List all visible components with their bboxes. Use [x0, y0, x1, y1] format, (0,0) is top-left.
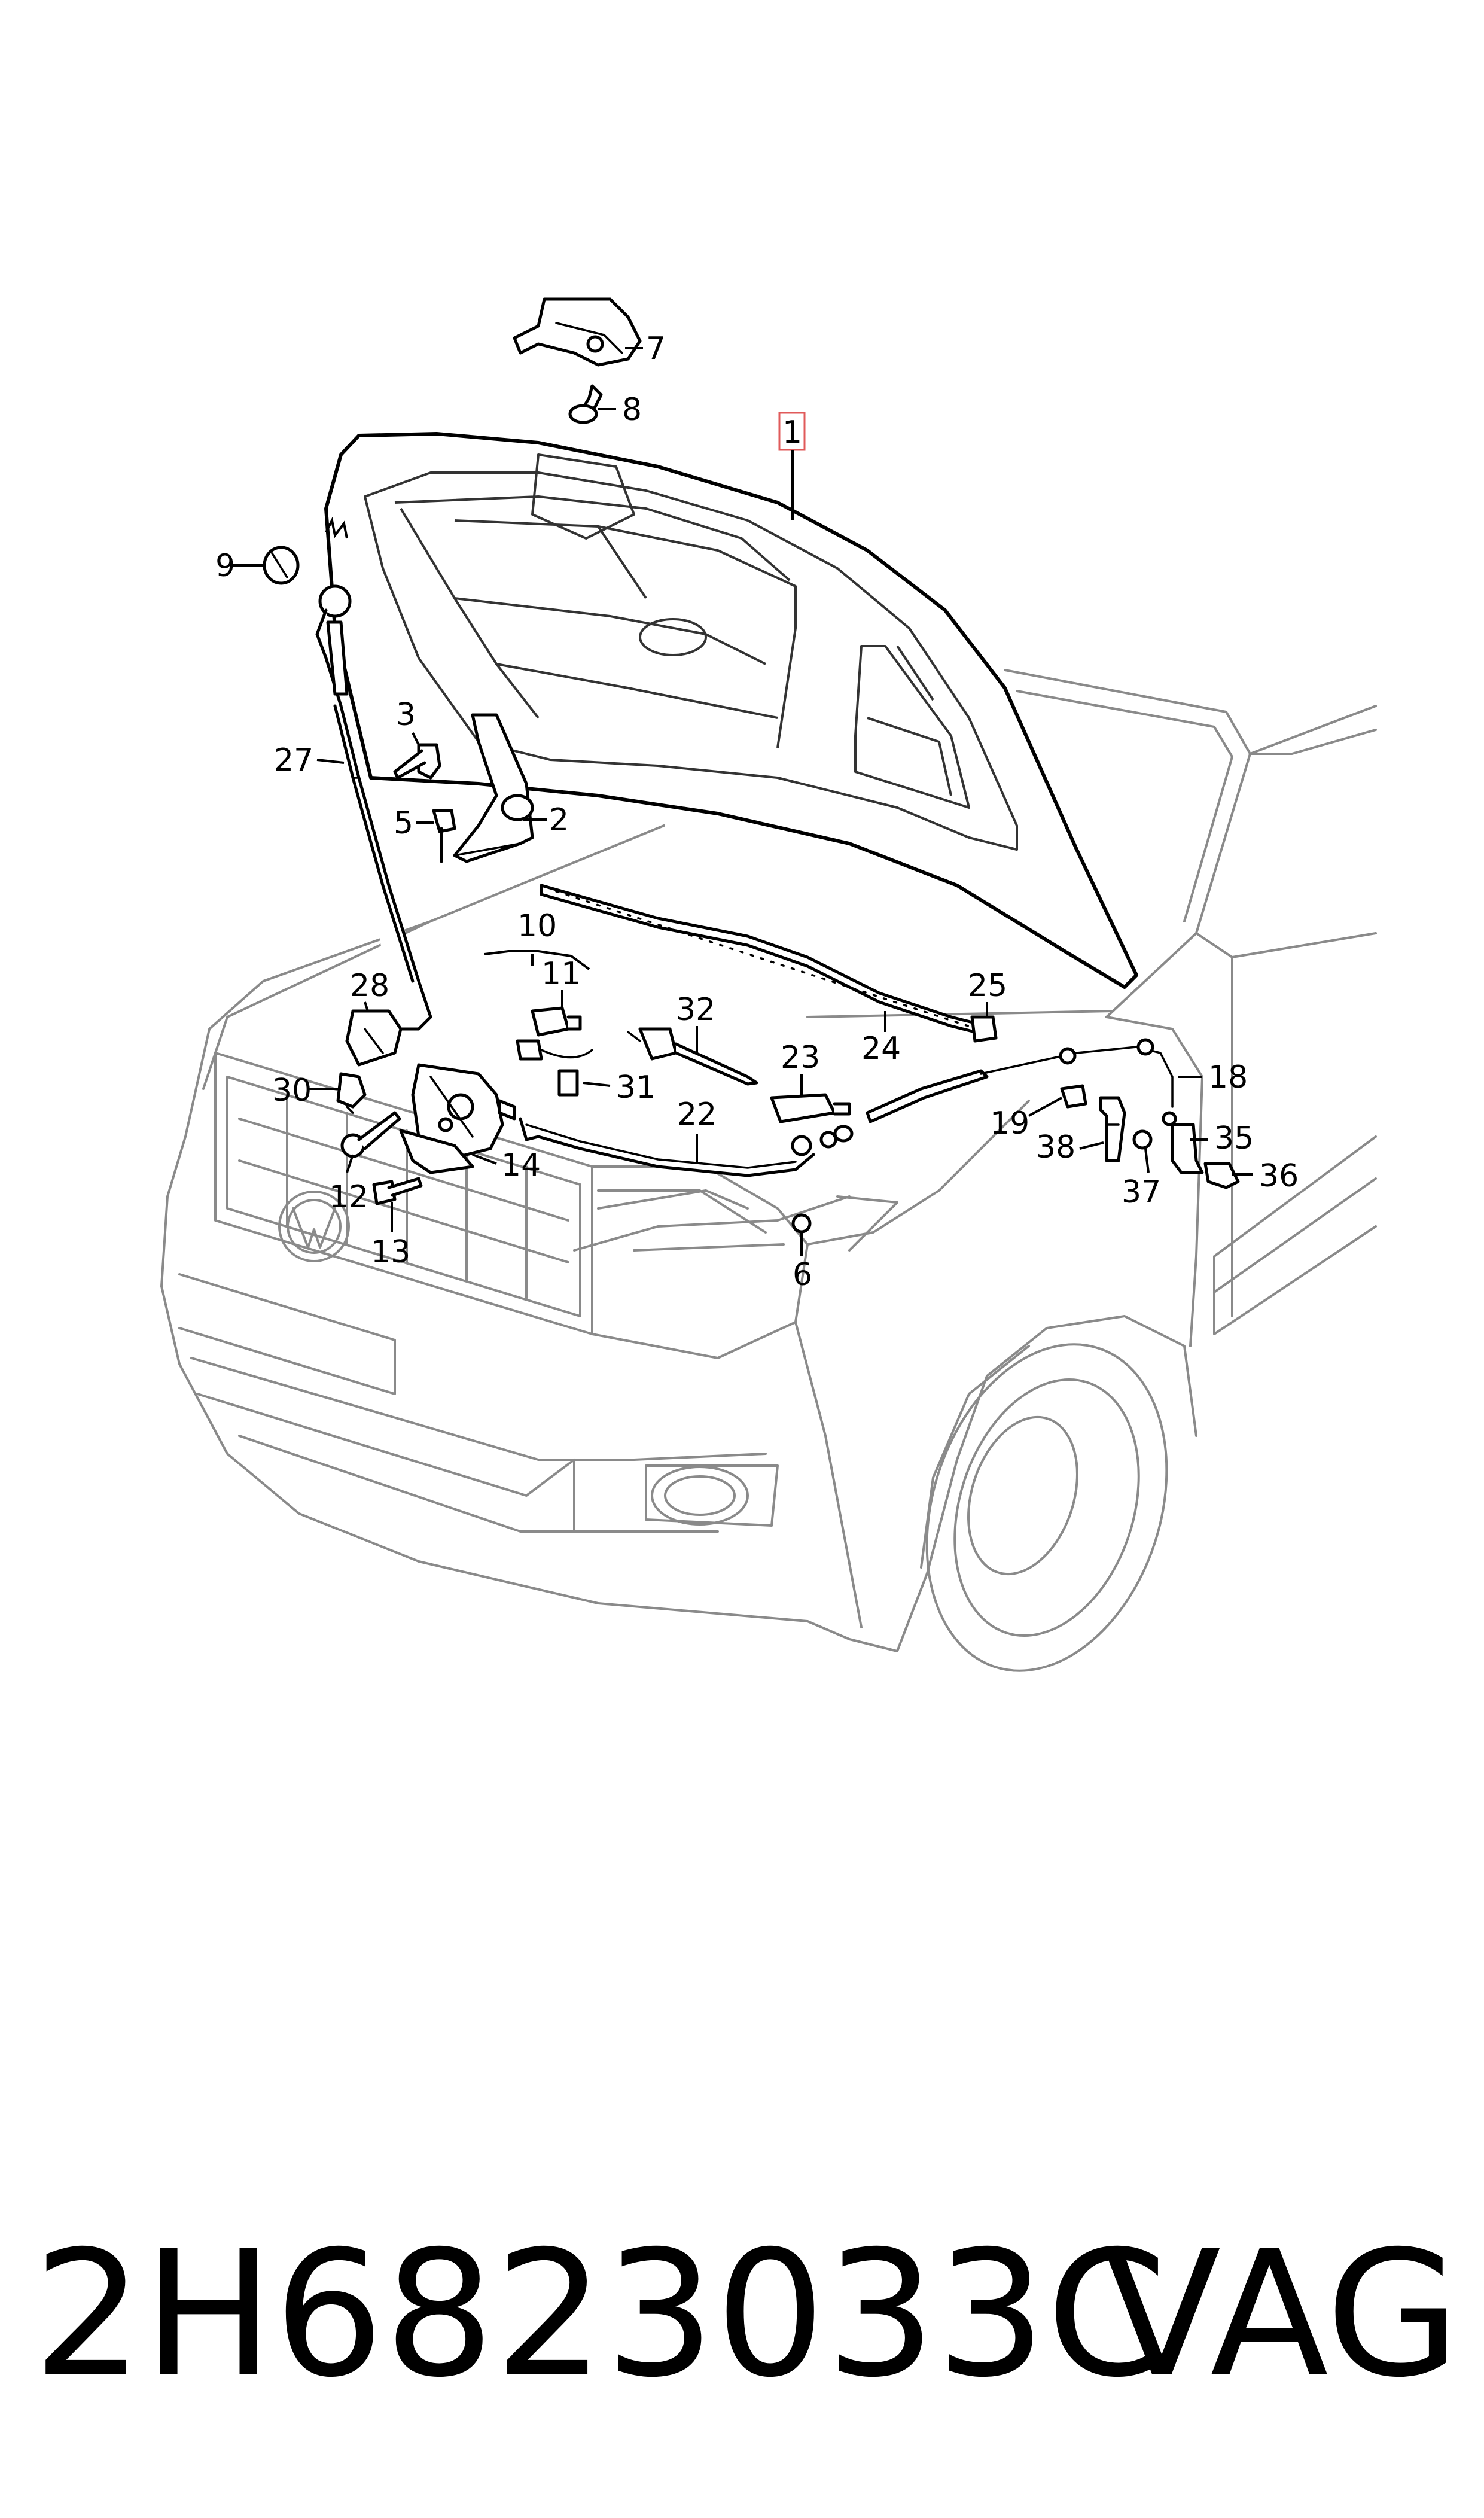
- callout-12: 12: [329, 1179, 368, 1215]
- cable-18: [866, 1038, 1177, 1126]
- hood-buffer-9: [263, 546, 300, 585]
- seal-strip-24: [540, 884, 989, 1037]
- brand-name: VAG: [1102, 2214, 1460, 2416]
- callout-7: 7: [646, 331, 666, 367]
- leader-lines: [233, 347, 1253, 1256]
- hinge-bracket-2: [453, 713, 534, 863]
- hood-panel: [324, 432, 1138, 989]
- callout-36: 36: [1259, 1158, 1299, 1194]
- bracket-28: [345, 1009, 403, 1067]
- vehicle-outline: [160, 669, 1377, 1672]
- callout-35: 35: [1214, 1121, 1254, 1156]
- callout-9: 9: [215, 548, 235, 584]
- handle-23: [770, 1093, 851, 1123]
- hood-seal-6: [791, 1213, 812, 1234]
- callout-38: 38: [1036, 1129, 1075, 1165]
- clip-31: [557, 1069, 579, 1097]
- bolt-5: [432, 809, 456, 863]
- callout-labels: 1 2 3 5 6 7 8 9 10 11 12 13 14 18 19 22 …: [215, 331, 1299, 1293]
- callout-10: 10: [517, 908, 557, 944]
- callout-8: 8: [622, 392, 642, 428]
- bolt-12: [340, 1111, 401, 1158]
- callout-3: 3: [396, 697, 416, 733]
- bracket-14: [399, 1129, 474, 1174]
- callout-27: 27: [274, 742, 313, 778]
- bracket-19-38: [1060, 1084, 1126, 1162]
- callout-18: 18: [1208, 1059, 1248, 1095]
- cable-22: [519, 1117, 854, 1177]
- callout-19: 19: [990, 1106, 1029, 1141]
- callout-14: 14: [501, 1147, 541, 1183]
- gas-strut-27: [315, 584, 432, 1031]
- clip-25: [970, 1015, 998, 1043]
- callout-13: 13: [371, 1234, 410, 1270]
- part-number: 2H6823033C: [33, 2214, 1168, 2416]
- callout-28: 28: [350, 968, 389, 1004]
- callout-31: 31: [616, 1070, 656, 1106]
- sensor-11: [516, 1006, 593, 1061]
- callout-30: 30: [272, 1073, 312, 1109]
- callout-11: 11: [541, 956, 581, 992]
- callout-24: 24: [861, 1031, 901, 1067]
- callout-25: 25: [968, 968, 1007, 1004]
- callout-22: 22: [677, 1097, 717, 1132]
- bolt-3: [393, 743, 441, 780]
- callout-1: 1: [782, 415, 802, 450]
- callout-23: 23: [781, 1040, 820, 1076]
- callout-32: 32: [676, 992, 715, 1028]
- callout-6: 6: [793, 1257, 812, 1293]
- clip-30: [336, 1072, 367, 1114]
- callout-5: 5: [394, 805, 413, 841]
- bracket-35-36-37: [1132, 1123, 1240, 1189]
- lock-10: [411, 1063, 516, 1159]
- bolt-13: [372, 1177, 423, 1205]
- callout-2: 2: [549, 802, 569, 838]
- cable-tie-32: [627, 1027, 758, 1086]
- hinge-assembly-top: [513, 297, 642, 424]
- callout-37: 37: [1122, 1174, 1161, 1210]
